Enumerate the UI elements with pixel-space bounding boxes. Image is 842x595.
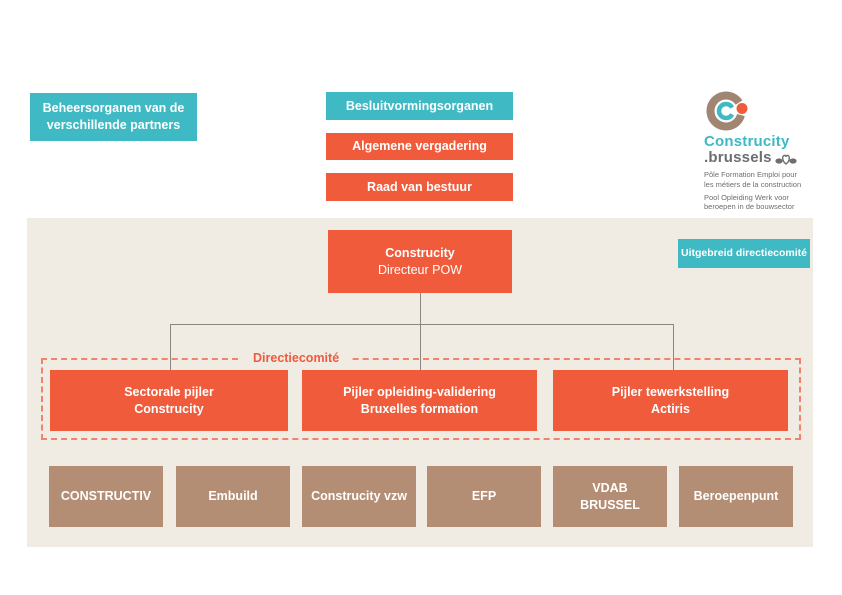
pillar-sectoral-box: Sectorale pijler Construcity <box>50 370 288 431</box>
logo-tagline-nl: Pool Opleiding Werk voor beroepen in de … <box>704 193 795 212</box>
extended-committee-badge: Uitgebreid directiecomité <box>678 239 810 268</box>
construcity-logo: Construcity .brussels Pôle Formation Emp… <box>704 90 824 212</box>
pillar-employment-line2: Actiris <box>651 401 690 416</box>
partner-efp-box: EFP <box>427 466 541 527</box>
connector-vertical-left <box>170 324 171 370</box>
director-box-title: Construcity <box>385 245 455 260</box>
management-committee-frame: Directiecomité <box>41 351 801 440</box>
general-assembly-label: Algemene vergadering <box>352 139 487 154</box>
connector-vertical-center <box>420 293 421 370</box>
management-committee-label: Directiecomité <box>241 351 352 365</box>
connector-vertical-right <box>673 324 674 370</box>
construcity-ring-icon <box>706 91 748 131</box>
logo-wordmark: Construcity <box>704 133 790 150</box>
partner-construcity-vzw-box: Construcity vzw <box>302 466 416 527</box>
org-chart-panel: Construcity Directeur POW Uitgebreid dir… <box>27 218 813 547</box>
brussels-iris-icon <box>775 154 797 165</box>
partner-vdab-brussel-box: VDAB BRUSSEL <box>553 466 667 527</box>
pillar-training-line2: Bruxelles formation <box>360 401 479 416</box>
logo-tagline-fr: Pôle Formation Emploi pour les métiers d… <box>704 170 802 189</box>
decision-bodies-box: Besluitvormingsorganen <box>326 92 513 120</box>
board-of-directors-label: Raad van bestuur <box>367 179 472 194</box>
pillar-sectoral-line1: Sectorale pijler <box>124 384 214 399</box>
partner-embuild-box: Embuild <box>176 466 290 527</box>
director-box-subtitle: Directeur POW <box>377 262 463 277</box>
connector-horizontal <box>170 324 674 325</box>
logo-domain: .brussels <box>704 148 772 166</box>
pillar-employment-line1: Pijler tewerkstelling <box>611 384 730 399</box>
partners-governing-bodies-label: Beheersorganen van de verschillende part… <box>42 101 185 132</box>
extended-committee-label: Uitgebreid directiecomité <box>680 247 808 260</box>
pillar-training-line1: Pijler opleiding-validering <box>343 384 496 399</box>
partner-beroepenpunt-box: Beroepenpunt <box>679 466 793 527</box>
partner-constructiv-box: CONSTRUCTIV <box>49 466 163 527</box>
general-assembly-box: Algemene vergadering <box>326 133 513 160</box>
pillar-sectoral-line2: Construcity <box>134 401 204 416</box>
decision-bodies-label: Besluitvormingsorganen <box>345 98 494 113</box>
pillar-training-box: Pijler opleiding-validering Bruxelles fo… <box>302 370 537 431</box>
board-of-directors-box: Raad van bestuur <box>326 173 513 201</box>
director-box: Construcity Directeur POW <box>328 230 512 293</box>
partners-governing-bodies-box: Beheersorganen van de verschillende part… <box>30 93 197 141</box>
pillar-employment-box: Pijler tewerkstelling Actiris <box>553 370 788 431</box>
